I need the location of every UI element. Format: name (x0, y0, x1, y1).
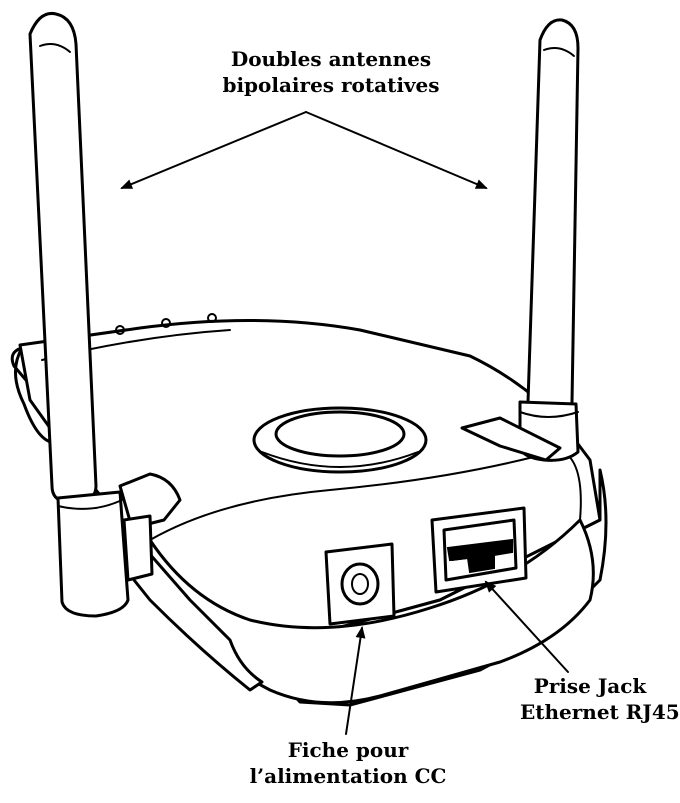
power-jack-label-line-1: Fiche pour (287, 738, 409, 762)
ethernet-callout-arrow (484, 580, 569, 673)
ethernet-port (430, 506, 528, 594)
ethernet-port-label-line-2: Ethernet RJ45 (520, 700, 680, 724)
antennas-label-line-2: bipolaires rotatives (222, 73, 440, 97)
top-button (252, 406, 428, 474)
right-antenna (460, 18, 580, 462)
antenna-callout-arrows (120, 111, 488, 189)
router-illustration (10, 11, 608, 735)
ethernet-port-label: Prise Jack Ethernet RJ45 (520, 673, 680, 725)
antennas-label-line-1: Doubles antennes (230, 47, 432, 71)
power-jack-label: Fiche pour l’alimentation CC (228, 737, 468, 789)
power-jack (324, 542, 396, 626)
antennas-label: Doubles antennes bipolaires rotatives (181, 46, 481, 98)
router-diagram: Doubles antennes bipolaires rotatives Fi… (10, 11, 680, 789)
ethernet-port-label-line-1: Prise Jack (533, 674, 647, 698)
power-callout-arrow (345, 626, 366, 735)
power-jack-label-line-2: l’alimentation CC (249, 764, 447, 788)
left-antenna (28, 11, 182, 618)
